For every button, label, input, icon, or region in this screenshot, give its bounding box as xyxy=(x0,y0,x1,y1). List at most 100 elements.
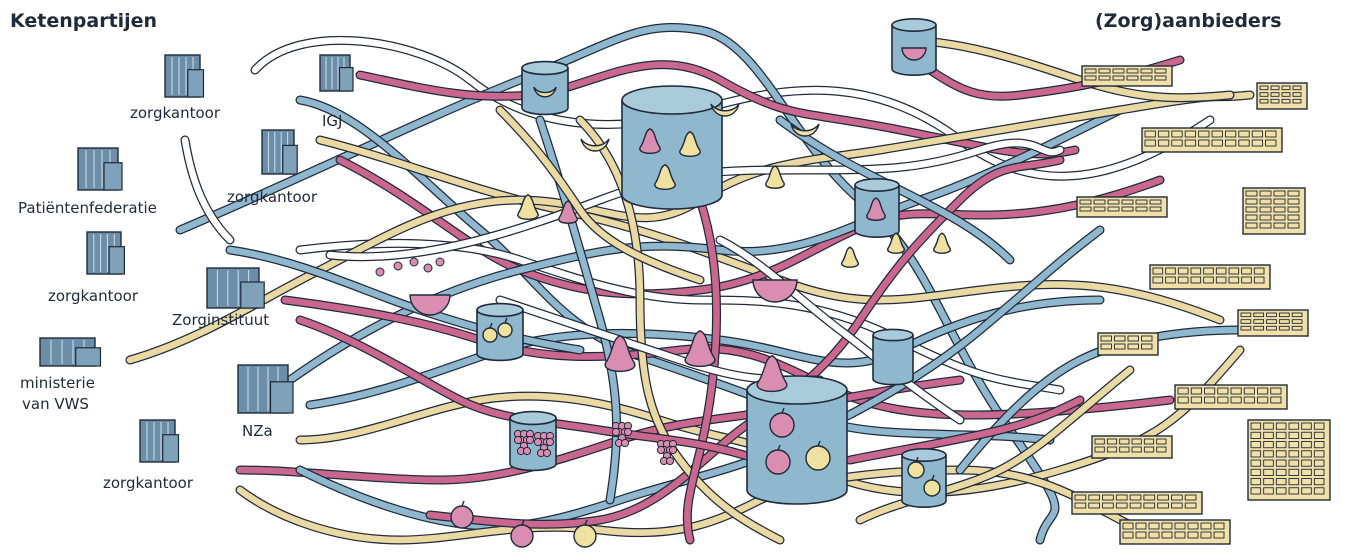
provider-window xyxy=(1140,75,1153,81)
provider-window xyxy=(1213,522,1225,530)
provider-window xyxy=(1102,502,1114,509)
jar-lid xyxy=(476,302,524,318)
provider-window xyxy=(1273,214,1286,221)
grapes-icon xyxy=(620,438,630,448)
provider-window xyxy=(1074,494,1087,501)
provider-window xyxy=(1240,312,1252,318)
provider-window xyxy=(1278,312,1290,318)
provider-window xyxy=(1270,396,1282,404)
label-van-vws: van VWS xyxy=(22,395,89,413)
grapes-icon xyxy=(668,445,678,455)
provider-window xyxy=(1291,319,1303,324)
building-icon xyxy=(237,364,294,414)
provider-window xyxy=(1135,522,1147,530)
lemon-icon-stem xyxy=(504,317,508,324)
provider-window xyxy=(1263,459,1274,467)
provider-window xyxy=(1144,139,1156,147)
label-zorgkantoor-1: zorgkantoor xyxy=(130,104,220,122)
building-icon xyxy=(86,231,125,275)
label-zorginstituut: Zorginstituut xyxy=(172,311,270,329)
provider-window xyxy=(1288,450,1300,458)
provider-window xyxy=(1250,450,1262,458)
provider-building-icon xyxy=(1119,519,1231,545)
provider-window xyxy=(1245,190,1258,197)
provider-window xyxy=(1215,276,1227,284)
jar-melon xyxy=(891,18,937,76)
provider-window xyxy=(1084,68,1097,74)
provider-window xyxy=(1100,343,1112,350)
provider-window xyxy=(1313,422,1325,430)
provider-window xyxy=(1243,387,1255,395)
orange-icon xyxy=(923,479,941,497)
jar-oranges xyxy=(901,448,947,508)
provider-window xyxy=(1265,130,1277,138)
provider-building-icon xyxy=(1141,127,1283,153)
pear-icon xyxy=(841,246,859,268)
provider-window xyxy=(1259,190,1272,197)
apple-icon xyxy=(573,524,597,548)
provider-window xyxy=(1190,387,1202,395)
provider-window xyxy=(1301,459,1312,467)
provider-window xyxy=(1275,431,1287,439)
header-zorgaanbieders: (Zorg)aanbieders xyxy=(1095,10,1282,32)
provider-window xyxy=(1184,502,1197,509)
grapes-icon xyxy=(533,437,543,447)
provider-window xyxy=(1270,92,1280,97)
provider-window xyxy=(1184,139,1197,147)
mango-icon xyxy=(604,335,636,373)
provider-window xyxy=(1287,222,1300,229)
provider-window xyxy=(1088,502,1101,509)
provider-window xyxy=(1141,335,1153,342)
berry-icon xyxy=(393,261,403,271)
provider-window xyxy=(1287,198,1300,205)
jar-lid xyxy=(509,410,557,426)
provider-window xyxy=(1079,206,1092,212)
provider-window xyxy=(1263,422,1274,430)
provider-window xyxy=(1253,319,1265,324)
provider-window xyxy=(1263,478,1274,486)
grapes-icon xyxy=(513,435,523,445)
provider-window xyxy=(1119,446,1130,453)
provider-window xyxy=(1301,487,1312,495)
provider-window xyxy=(1204,396,1216,404)
provider-window xyxy=(1184,494,1197,501)
strand-blue xyxy=(296,96,1054,444)
provider-window xyxy=(1187,531,1199,539)
strand-white xyxy=(716,236,964,424)
building-wing xyxy=(187,69,205,98)
provider-window xyxy=(1184,130,1197,138)
provider-window xyxy=(1114,343,1126,350)
label-zorgkantoor-3: zorgkantoor xyxy=(48,287,138,305)
strand-yellow xyxy=(856,366,1134,524)
provider-window xyxy=(1250,431,1262,439)
provider-window xyxy=(1157,139,1170,147)
pear-icon xyxy=(887,232,905,254)
provider-window xyxy=(1074,502,1087,509)
provider-window xyxy=(1121,199,1134,205)
provider-window xyxy=(1170,494,1183,501)
building-wing xyxy=(240,281,265,309)
provider-window xyxy=(1245,214,1258,221)
provider-window xyxy=(1288,459,1300,467)
provider-window xyxy=(1156,438,1167,445)
provider-window xyxy=(1250,422,1262,430)
grapes-icon xyxy=(611,427,621,437)
building-icon xyxy=(261,129,298,175)
building-icon xyxy=(77,147,123,191)
building-icon xyxy=(164,54,205,98)
provider-window xyxy=(1266,319,1277,324)
pear-icon xyxy=(679,131,701,157)
apple-icon xyxy=(765,449,791,475)
provider-window xyxy=(1238,139,1250,147)
provider-window xyxy=(1174,531,1186,539)
label-zorgkantoor-4: zorgkantoor xyxy=(103,474,193,492)
grapes-icon xyxy=(522,446,532,456)
provider-window xyxy=(1275,459,1287,467)
apple-icon-stem xyxy=(777,444,781,451)
provider-window xyxy=(1278,325,1290,331)
provider-window xyxy=(1281,92,1291,97)
provider-window xyxy=(1122,531,1134,539)
building-icon xyxy=(206,267,265,309)
provider-building-icon xyxy=(1149,264,1271,290)
